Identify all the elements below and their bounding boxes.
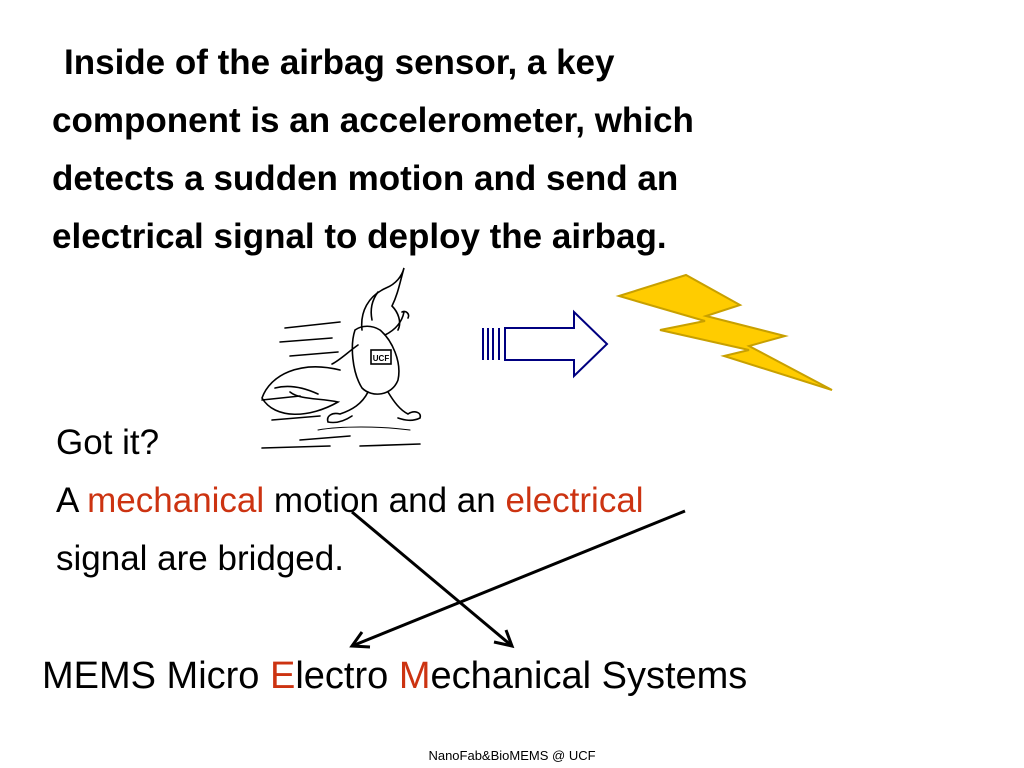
explanation-line-2: A mechanical motion and an electrical <box>56 472 936 530</box>
mems-echanical: echanical Systems <box>430 655 748 697</box>
right-arrow-icon <box>482 309 609 379</box>
intro-line-1: Inside of the airbag sensor, a key <box>64 43 615 82</box>
intro-line-3: detects a sudden motion and send an <box>52 159 679 198</box>
electrical-word: electrical <box>505 481 644 520</box>
running-mascot-icon <box>261 267 422 449</box>
question-text: Got it? <box>56 423 160 462</box>
explanation-line-3: signal are bridged. <box>56 539 344 578</box>
mems-lectro: lectro <box>295 655 399 697</box>
explanation-mid: motion and an <box>264 481 506 520</box>
explanation-block: Got it? A mechanical motion and an elect… <box>56 414 936 588</box>
lightning-bolt-icon <box>615 273 833 391</box>
mechanical-word: mechanical <box>87 481 265 520</box>
intro-line-2: component is an accelerometer, which <box>52 101 694 140</box>
electrical-to-E-arrow <box>349 509 686 649</box>
mems-definition: MEMS Micro Electro Mechanical Systems <box>42 650 1002 702</box>
mems-prefix: MEMS Micro <box>42 655 270 697</box>
intro-paragraph: Inside of the airbag sensor, a key compo… <box>52 34 932 266</box>
mems-letter-e: E <box>270 655 296 697</box>
runner-bib-label: UCF <box>373 354 390 363</box>
explanation-a: A <box>56 481 88 520</box>
intro-line-4: electrical signal to deploy the airbag. <box>52 217 667 256</box>
mechanical-to-M-arrow <box>351 510 515 649</box>
mems-letter-m: M <box>398 655 431 697</box>
slide-footer: NanoFab&BioMEMS @ UCF <box>428 748 596 763</box>
